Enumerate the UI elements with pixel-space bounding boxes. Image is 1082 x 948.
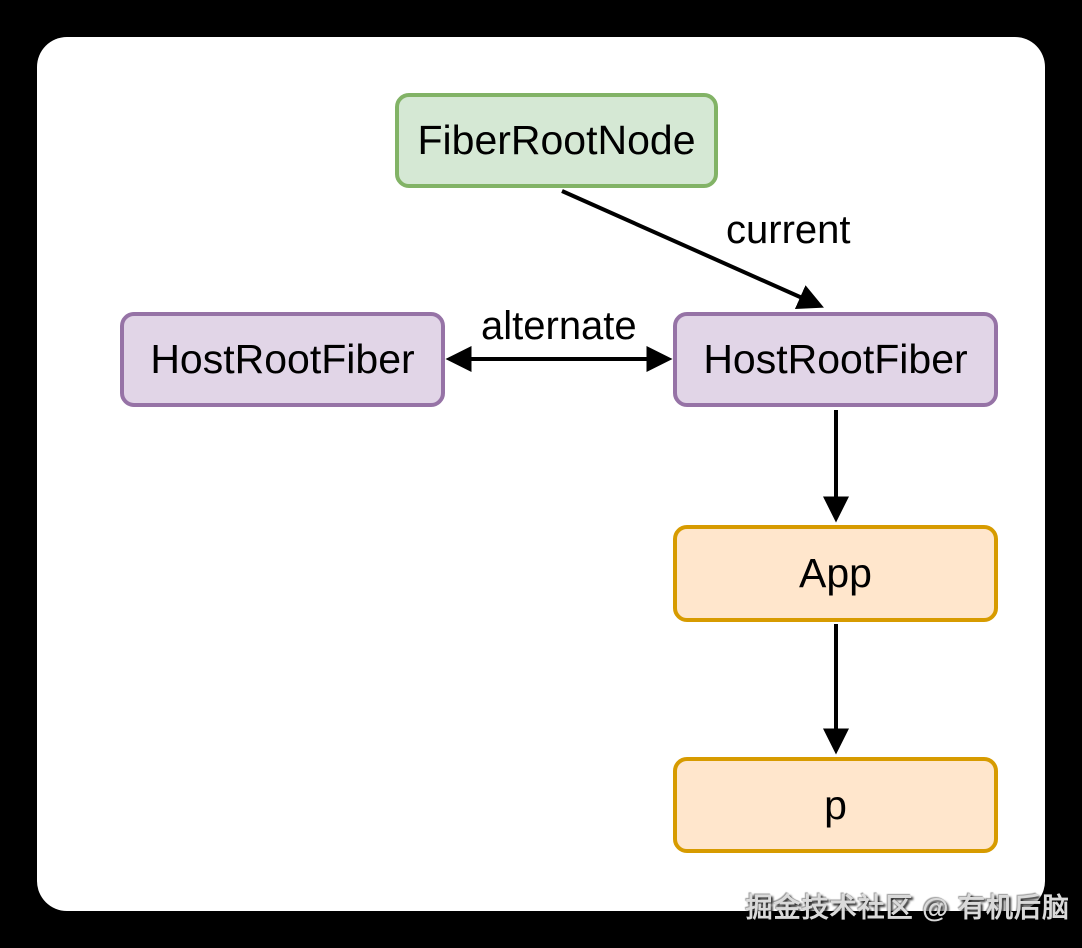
node-fiber-root-node-label: FiberRootNode [417,117,696,163]
node-host-root-fiber-right: HostRootFiber [673,312,998,407]
node-app: App [673,525,998,622]
edge-label-alternate: alternate [481,304,637,348]
node-host-root-fiber-right-label: HostRootFiber [703,336,968,382]
watermark-text: 掘金技术社区 @ 有机后脑 [745,893,1070,923]
node-p: p [673,757,998,853]
edge-label-current: current [726,208,851,252]
node-p-label: p [824,781,847,828]
node-host-root-fiber-left: HostRootFiber [120,312,445,407]
node-app-label: App [799,550,872,596]
node-host-root-fiber-left-label: HostRootFiber [150,336,415,382]
node-fiber-root-node: FiberRootNode [395,93,718,188]
